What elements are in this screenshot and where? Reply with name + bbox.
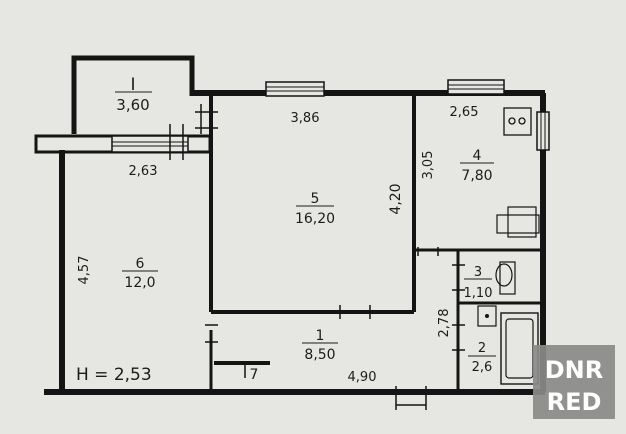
room-area-1: 8,50 bbox=[304, 347, 335, 363]
bathtub-icon bbox=[500, 312, 539, 385]
dim-hall-width: 4,90 bbox=[348, 370, 377, 385]
door-marks bbox=[169, 104, 465, 410]
room-number-3: 3 bbox=[474, 265, 482, 280]
watermark-line2: RED bbox=[547, 388, 602, 416]
room-area-6: 12,0 bbox=[124, 275, 155, 291]
room-area-balcony: 3,60 bbox=[116, 96, 149, 114]
room-number-2: 2 bbox=[478, 341, 486, 356]
washbasin-icon bbox=[477, 305, 497, 327]
ceiling-height: H = 2,53 bbox=[76, 365, 152, 385]
sink-icon bbox=[496, 206, 540, 238]
window-lines bbox=[112, 84, 546, 150]
room-number-1: 1 bbox=[316, 328, 325, 344]
dim-room5-depth: 4,20 bbox=[388, 183, 404, 214]
room-number-4: 4 bbox=[473, 148, 482, 164]
room-area-5: 16,20 bbox=[295, 211, 335, 227]
dim-kitchen-width: 2,65 bbox=[450, 105, 479, 120]
room-area-4: 7,80 bbox=[461, 168, 492, 184]
dim-bath-depth: 2,78 bbox=[437, 309, 452, 338]
watermark-logo: DNR RED bbox=[533, 345, 615, 419]
stove-icon bbox=[503, 107, 532, 136]
room-area-2: 2,6 bbox=[472, 360, 493, 375]
toilet-icon bbox=[495, 261, 516, 295]
room-number-5: 5 bbox=[311, 191, 320, 207]
room-number-6: 6 bbox=[136, 256, 145, 272]
inner-walls bbox=[209, 95, 543, 392]
dim-kitchen-depth: 3,05 bbox=[421, 151, 436, 180]
dim-room5-width: 3,86 bbox=[291, 111, 320, 126]
room-number-balcony: I bbox=[130, 75, 135, 95]
room-area-3: 1,10 bbox=[464, 286, 493, 301]
watermark-line1: DNR bbox=[545, 356, 604, 384]
dim-room6-depth: 4,57 bbox=[77, 256, 92, 285]
windows bbox=[111, 79, 550, 153]
dim-room6-width: 2,63 bbox=[129, 164, 158, 179]
room-number-7: 7 bbox=[250, 367, 259, 383]
